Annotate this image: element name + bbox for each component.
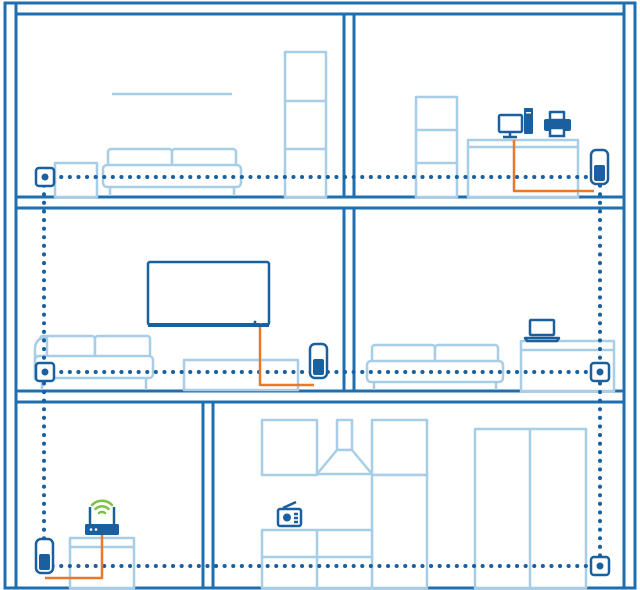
office-shelf xyxy=(414,95,459,199)
wall-sockets xyxy=(34,166,611,577)
wall-cabinet-left xyxy=(260,418,319,477)
router-table xyxy=(68,536,136,590)
powerline-adapter-tv xyxy=(308,342,329,380)
cable-router xyxy=(45,535,104,580)
kitchen-room xyxy=(260,418,588,590)
wardrobe xyxy=(473,427,588,590)
ethernet-cables xyxy=(45,140,594,580)
entry-room xyxy=(68,499,136,590)
roof-beam xyxy=(3,1,637,16)
printer-icon xyxy=(544,110,571,138)
desk xyxy=(466,138,580,199)
floor-slab-lower xyxy=(3,389,637,404)
socket-middle-right xyxy=(589,361,611,383)
powerline-adapter-office xyxy=(589,148,610,186)
range-hood xyxy=(315,418,374,476)
sofa-top xyxy=(101,147,243,196)
wall-right xyxy=(622,1,637,590)
cable-tv xyxy=(258,327,314,387)
shelf-unit xyxy=(283,50,328,199)
house-structure xyxy=(3,1,637,590)
floor-slab-upper xyxy=(3,195,637,210)
powerline-adapter-router xyxy=(34,537,55,575)
partition-middle xyxy=(342,206,356,393)
radio-icon xyxy=(276,500,303,528)
office-room xyxy=(414,95,580,199)
tv-icon xyxy=(146,260,271,327)
socket-ground-right xyxy=(589,555,611,577)
middle-right-room xyxy=(365,318,616,393)
socket-top-left xyxy=(34,166,56,188)
socket-middle-left xyxy=(34,361,56,383)
powerline-network xyxy=(42,175,602,568)
wall-left xyxy=(3,1,18,590)
side-table xyxy=(53,161,99,199)
router-icon xyxy=(85,507,119,535)
laptop-icon xyxy=(523,318,561,343)
partition-ground xyxy=(201,400,215,590)
wifi-icon xyxy=(90,499,114,515)
sofa-right xyxy=(365,343,505,390)
monitor-icon xyxy=(497,108,533,139)
top-left-room xyxy=(53,50,328,199)
cable-office xyxy=(512,140,594,193)
partition-top xyxy=(342,12,356,199)
counter-base xyxy=(260,528,374,590)
tall-cabinet xyxy=(370,473,429,590)
wall-cabinet-right xyxy=(370,418,429,477)
powerline-adapters xyxy=(34,148,610,575)
